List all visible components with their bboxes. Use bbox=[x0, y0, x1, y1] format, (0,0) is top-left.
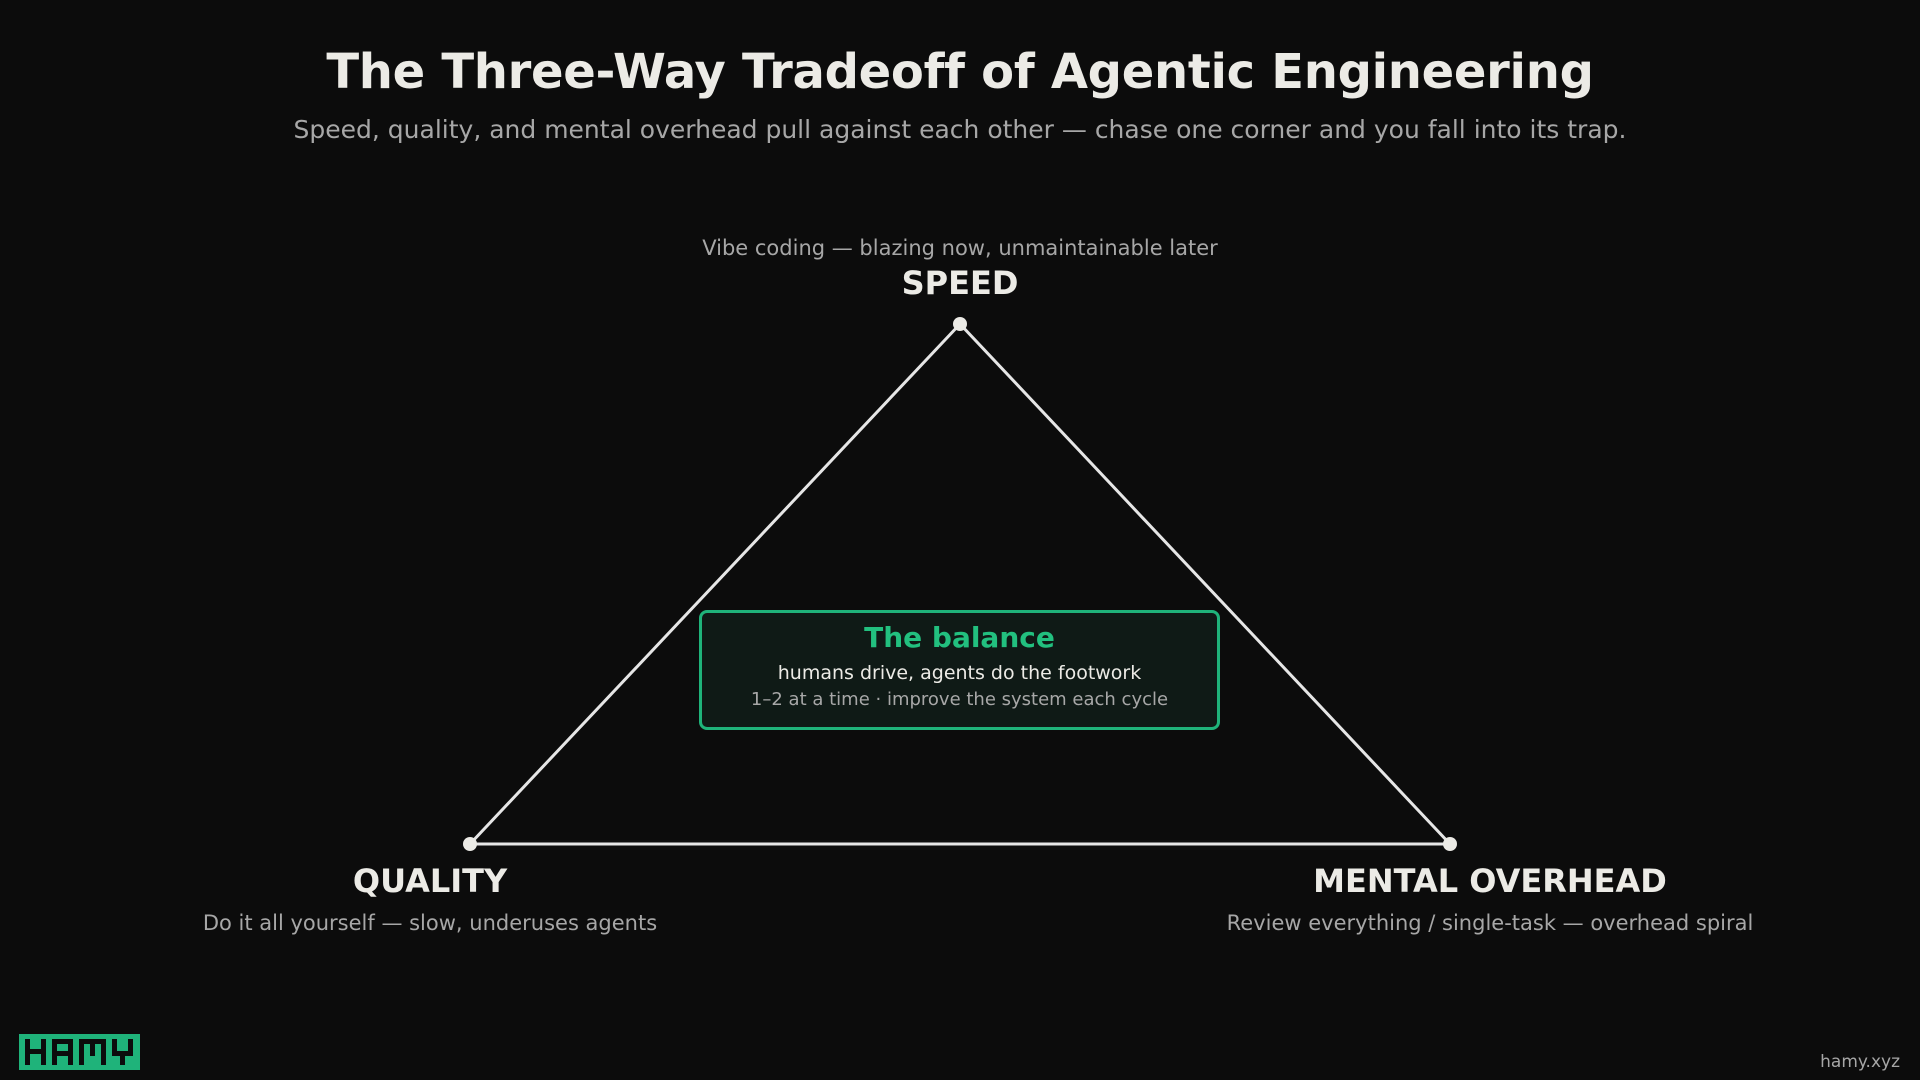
mental-overhead-description: Review everything / single-task — overhe… bbox=[1226, 911, 1754, 935]
balance-box: The balance humans drive, agents do the … bbox=[699, 610, 1220, 730]
balance-line-2: 1–2 at a time · improve the system each … bbox=[750, 689, 1169, 710]
vertex-quality bbox=[463, 837, 477, 851]
page-title: The Three-Way Tradeoff of Agentic Engine… bbox=[326, 44, 1594, 100]
balance-title: The balance bbox=[864, 621, 1055, 654]
mental-overhead-label: MENTAL OVERHEAD bbox=[1313, 862, 1667, 900]
speed-description: Vibe coding — blazing now, unmaintainabl… bbox=[702, 236, 1218, 260]
site-url: hamy.xyz bbox=[1820, 1052, 1900, 1072]
edge-speed-quality bbox=[468, 322, 962, 846]
page-subtitle: Speed, quality, and mental overhead pull… bbox=[293, 115, 1627, 144]
hamy-logo bbox=[19, 1034, 140, 1070]
quality-description: Do it all yourself — slow, underuses age… bbox=[202, 911, 658, 935]
quality-label: QUALITY bbox=[352, 862, 508, 900]
speed-label: SPEED bbox=[901, 264, 1019, 302]
balance-line-1: humans drive, agents do the footwork bbox=[777, 662, 1142, 684]
vertex-overhead bbox=[1443, 837, 1457, 851]
vertex-speed bbox=[953, 317, 967, 331]
edge-speed-overhead bbox=[958, 322, 1452, 846]
